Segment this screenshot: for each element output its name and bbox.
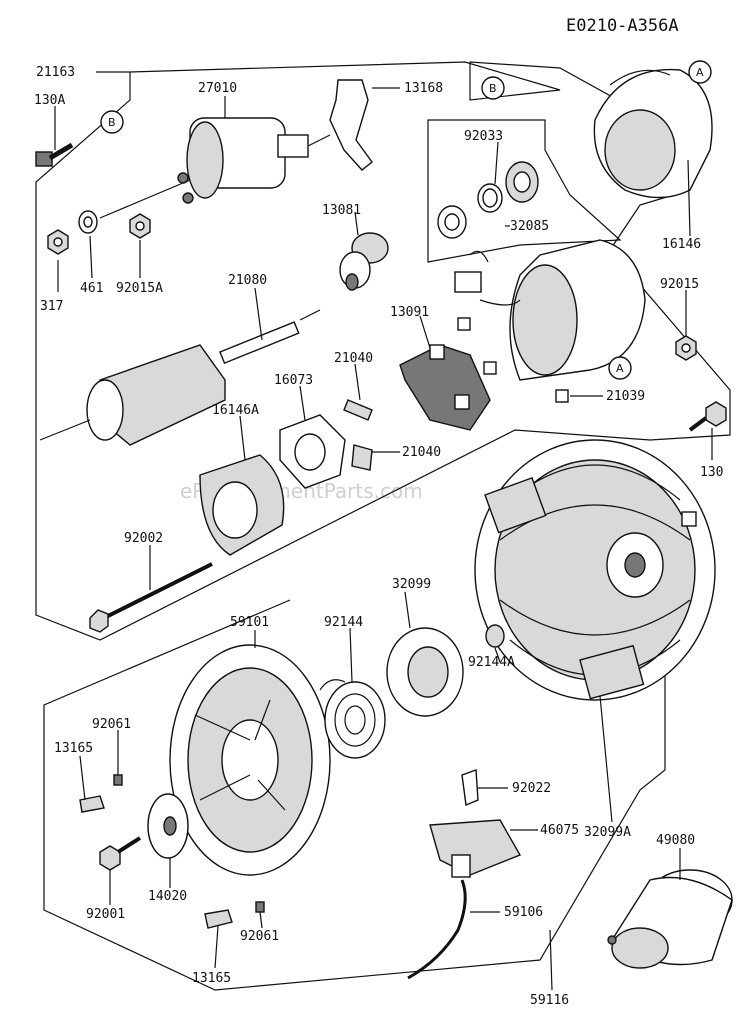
spring-92144-drawing [319,679,386,759]
plate-16073-drawing [279,414,346,489]
part-label-92061-a: 92061 [92,717,131,732]
part-label-21039: 21039 [606,389,645,404]
part-labels: 21163 130A 27010 13168 92033 32085 16146… [34,65,723,1008]
part-label-16073: 16073 [274,373,313,388]
part-label-92015A: 92015A [116,281,163,296]
pin-92061-b-drawing [255,901,265,913]
washer-drawing [437,205,467,239]
part-label-92144A: 92144A [468,655,515,670]
nut-92015-drawing [675,335,697,361]
nut-92015A-drawing [129,213,151,239]
part-label-32099: 32099 [392,577,431,592]
brush-holder-13091-drawing [399,344,491,431]
bolt-130-drawing [688,401,727,432]
part-label-92002: 92002 [124,531,163,546]
armature-21080-drawing [39,309,321,446]
spring-92144A-drawing [485,624,505,648]
recoil-assembly-outline [43,599,666,991]
diagram-code: E0210-A356A [566,16,679,36]
part-label-92033: 92033 [464,129,503,144]
plate-32099-drawing [386,627,464,717]
housing-16146-drawing [593,68,713,199]
part-label-461: 461 [80,281,103,296]
spring-21040-b-drawing [351,444,373,471]
part-label-16146: 16146 [662,237,701,252]
part-label-27010: 27010 [198,81,237,96]
part-label-32085: 32085 [510,219,549,234]
rope-59106-drawing [407,879,467,980]
recoil-cover-32099A-drawing [474,439,716,701]
reel-59101-drawing [169,644,331,876]
end-cover-16146A-drawing [199,454,285,556]
part-label-92001: 92001 [86,907,125,922]
pawl-13165-a-drawing [79,795,105,813]
part-label-13168: 13168 [404,81,443,96]
part-label-21040-b: 21040 [402,445,441,460]
yoke-drawing [454,239,646,403]
part-label-130A: 130A [34,93,65,108]
part-label-13081: 13081 [322,203,361,218]
pinion-13081-drawing [339,232,389,291]
part-label-59101: 59101 [230,615,269,630]
through-bolt-92002-drawing [89,562,213,633]
part-label-21163: 21163 [36,65,75,80]
ref-marker-a-top: A [688,60,712,84]
part-label-13091: 13091 [390,305,429,320]
axis-line [99,179,191,219]
bolt-92001-drawing [99,836,142,871]
part-label-92144: 92144 [324,615,363,630]
part-label-317: 317 [40,299,63,314]
ref-marker-b-right: B [481,76,505,100]
part-label-59106: 59106 [504,905,543,920]
part-label-16146A: 16146A [212,403,259,418]
part-label-32099A: 32099A [584,825,631,840]
washer-461-drawing [78,210,98,234]
grip-92022-drawing [461,769,479,806]
pawl-13165-b-drawing [204,909,233,929]
handle-46075-drawing [429,819,522,878]
part-label-46075: 46075 [540,823,579,838]
svg-text:A: A [616,362,624,375]
part-label-130: 130 [700,465,723,480]
nut-317-drawing [47,229,69,255]
lever-13168-drawing [329,79,373,171]
cup-49080-drawing [607,869,733,969]
part-label-21040-a: 21040 [334,351,373,366]
part-label-92061-b: 92061 [240,929,279,944]
part-label-13165-a: 13165 [54,741,93,756]
leader-lines [54,71,713,991]
ref-marker-a-bottom: A [608,356,632,380]
bolt-130A-drawing [35,142,74,167]
svg-text:A: A [696,66,704,79]
ref-marker-b-left: B [100,110,124,134]
part-label-92015: 92015 [660,277,699,292]
gear-32085-drawing [505,161,539,203]
svg-text:B: B [108,116,116,129]
part-label-59116: 59116 [530,993,569,1008]
ratchet-14020-drawing [147,793,189,859]
part-label-92022: 92022 [512,781,551,796]
subgroup-outline [427,119,622,263]
part-label-49080: 49080 [656,833,695,848]
part-label-14020: 14020 [148,889,187,904]
pin-92061-a-drawing [113,774,123,786]
spring-21040-a-drawing [343,399,373,421]
part-label-13165-b: 13165 [192,971,231,986]
solenoid-27010-drawing [177,117,331,204]
svg-text:B: B [489,82,497,95]
collar-92033-drawing [477,183,503,213]
part-label-21080: 21080 [228,273,267,288]
